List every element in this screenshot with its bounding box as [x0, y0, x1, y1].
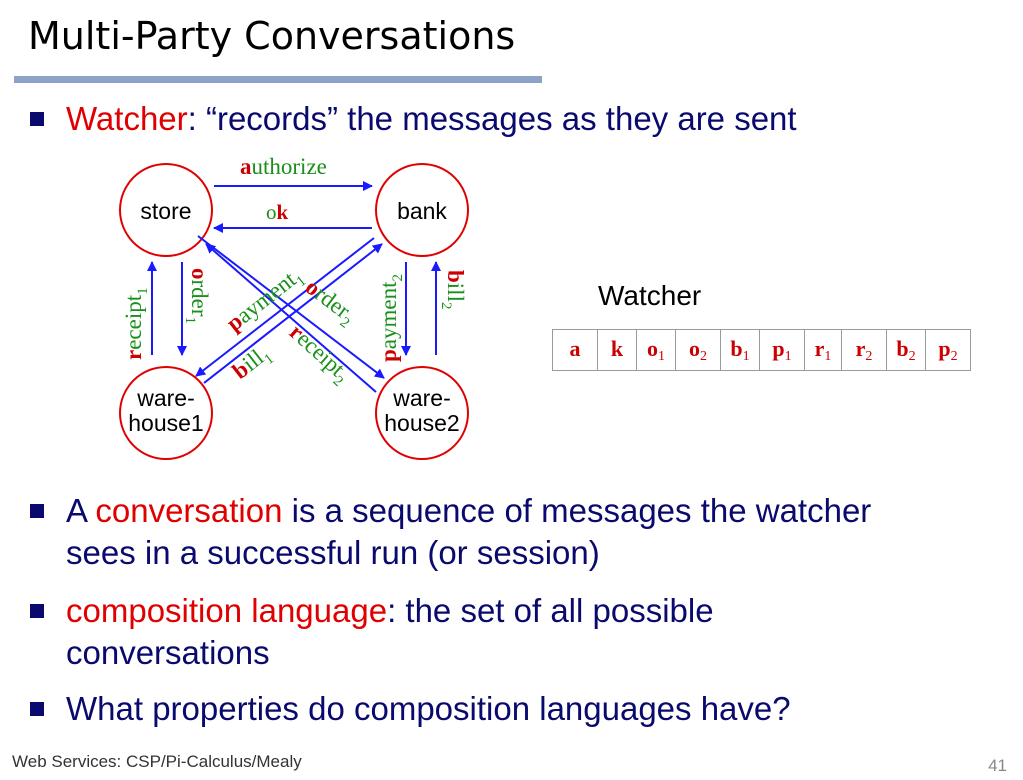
watcher-cell-subscript: 2 — [950, 348, 958, 364]
bullet-conversation-text: is a sequence of messages the watcher — [282, 492, 872, 529]
watcher-cell: b2 — [886, 329, 926, 371]
msg-receipt1-label: receipt1 — [121, 287, 151, 360]
msg-bill2-label: bill2 — [438, 270, 468, 309]
msg-payment2-sub: 2 — [390, 274, 406, 282]
node-store: store — [119, 163, 213, 257]
bullet-composition-language: composition language: the set of all pos… — [30, 590, 714, 674]
watcher-cell-letter: b — [896, 335, 909, 361]
msg-bill2-rest: ill — [443, 283, 468, 302]
watcher-cell-subscript: 1 — [658, 348, 665, 364]
msg-bill1-label: bill1 — [228, 340, 278, 388]
watcher-cell-letter: r — [814, 335, 825, 361]
watcher-cell-subscript: 1 — [824, 348, 832, 364]
bullet-conversation-line2: sees in a successful run (or session) — [66, 534, 600, 571]
watcher-cell-subscript: 1 — [784, 348, 792, 364]
msg-bill2-sub: 2 — [438, 302, 454, 310]
msg-payment2-rest: ayment — [376, 281, 401, 349]
watcher-cell: k — [597, 329, 637, 371]
msg-order1-sub: 1 — [182, 317, 198, 325]
footer-text: Web Services: CSP/Pi-Calculus/Mealy — [12, 752, 302, 771]
watcher-cell-letter: o — [647, 335, 658, 361]
msg-payment2-first: p — [376, 349, 401, 362]
watcher-cell: p2 — [925, 329, 971, 371]
bullet-conversation-highlight: conversation — [95, 492, 283, 529]
conversation-diagram: store bank ware- house1 ware- house2 aut… — [119, 154, 469, 460]
bullet-square-icon — [30, 702, 44, 716]
watcher-cell: o1 — [636, 329, 676, 371]
msg-ok-first: o — [266, 200, 277, 224]
page-number: 41 — [988, 756, 1007, 775]
msg-ok-rest: k — [277, 200, 289, 224]
bullet-properties: What properties do composition languages… — [30, 688, 791, 730]
slide-title: Multi-Party Conversations — [28, 14, 516, 58]
arrow-bill1 — [195, 237, 375, 377]
watcher-cell-letter: a — [569, 335, 581, 361]
watcher-cell: r1 — [804, 329, 842, 371]
msg-authorize-label: authorize — [240, 154, 327, 179]
bullet-watcher: Watcher: “records” the messages as they … — [30, 98, 797, 140]
watcher-cell-letter: p — [938, 335, 951, 361]
msg-receipt1-first: r — [121, 350, 146, 360]
arrow-receipt2 — [205, 243, 377, 393]
msg-authorize-first: a — [240, 154, 252, 179]
bullet-square-icon — [30, 112, 44, 126]
node-warehouse1: ware- house1 — [119, 366, 213, 460]
msg-bill2-first: b — [443, 270, 468, 283]
title-underline — [14, 76, 542, 83]
node-warehouse2-label-line2: house2 — [384, 410, 459, 436]
node-warehouse1-label-line1: ware- — [136, 385, 195, 411]
arrow-order2 — [197, 235, 385, 379]
bullet-square-icon — [30, 604, 44, 618]
watcher-cell-subscript: 1 — [742, 348, 750, 364]
bullet-properties-text: What properties do composition languages… — [66, 690, 791, 727]
bullet-watcher-highlight: Watcher — [66, 100, 188, 137]
watcher-label: Watcher — [598, 280, 702, 311]
msg-authorize-rest: uthorize — [252, 154, 327, 179]
node-warehouse2: ware- house2 — [375, 366, 469, 460]
bullet-watcher-text: : “records” the messages as they are sen… — [187, 100, 797, 137]
node-bank: bank — [375, 163, 469, 257]
bullet-composition-highlight: composition language — [66, 592, 388, 629]
msg-order1-first: o — [187, 268, 212, 280]
watcher-cell-subscript: 2 — [865, 348, 873, 364]
node-warehouse1-label-line2: house1 — [128, 410, 203, 436]
watcher-cell-subscript: 2 — [908, 348, 916, 364]
watcher-cell: b1 — [720, 329, 760, 371]
msg-ok-label: ok — [266, 200, 289, 224]
watcher-cell-letter: b — [730, 335, 743, 361]
watcher-cell-letter: o — [689, 335, 700, 361]
node-bank-label: bank — [397, 198, 447, 224]
watcher-cell-subscript: 2 — [700, 348, 707, 364]
bullet-composition-line2: conversations — [66, 634, 270, 671]
msg-order1-rest: rder — [187, 280, 212, 317]
watcher-cell-letter: p — [772, 335, 785, 361]
bullet-composition-text: : the set of all possible — [387, 592, 714, 629]
watcher-cell: r2 — [841, 329, 887, 371]
node-warehouse2-label-line1: ware- — [392, 385, 451, 411]
watcher-cell: p1 — [759, 329, 805, 371]
msg-receipt1-sub: 1 — [135, 287, 151, 295]
bullet-conversation-prefix: A — [66, 492, 96, 529]
msg-receipt2-label: receipt2 — [281, 319, 355, 390]
watcher-cell-letter: r — [855, 335, 866, 361]
msg-payment2-label: payment2 — [376, 274, 406, 362]
watcher-cell: a — [552, 329, 598, 371]
watcher-cell-letter: k — [610, 335, 624, 361]
bullet-square-icon — [30, 504, 44, 518]
msg-receipt1-rest: eceipt — [121, 294, 146, 350]
arrow-payment1 — [203, 243, 383, 384]
msg-order1-label: order1 — [182, 268, 212, 324]
node-store-label: store — [140, 198, 191, 224]
bullet-conversation: A conversation is a sequence of messages… — [30, 490, 872, 574]
